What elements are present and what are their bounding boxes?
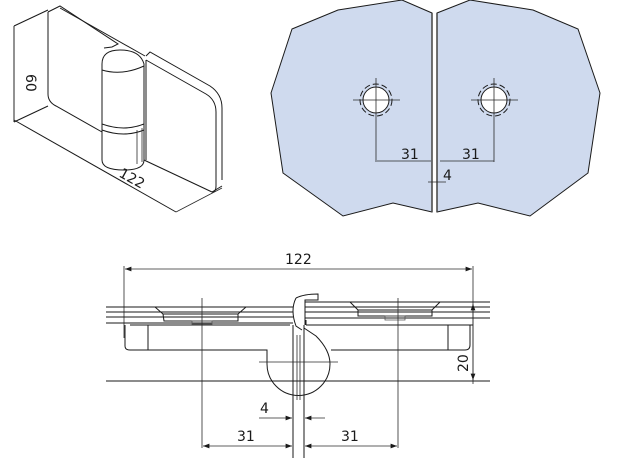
glass-right-offset-dimension: 31 xyxy=(462,147,480,163)
glass-front-view: 31 31 4 xyxy=(270,0,601,217)
left-glass-panel xyxy=(270,0,433,217)
section-gap-dimension: 4 xyxy=(260,401,269,417)
iso-width-dimension: 122 xyxy=(116,166,147,193)
section-view: 122 20 4 xyxy=(106,252,490,458)
section-width-dimension: 122 xyxy=(285,252,312,268)
left-mounting-hole xyxy=(353,78,400,162)
section-left-offset-dimension: 31 xyxy=(237,429,255,445)
right-glass-panel xyxy=(436,0,601,217)
glass-left-offset-dimension: 31 xyxy=(401,147,419,163)
isometric-hinge-view: 60 122 xyxy=(13,5,223,213)
glass-gap-dimension: 4 xyxy=(443,168,452,184)
section-depth-dimension: 20 xyxy=(456,354,472,372)
iso-height-dimension: 60 xyxy=(22,74,38,92)
right-mounting-hole xyxy=(471,78,518,162)
section-right-offset-dimension: 31 xyxy=(341,429,359,445)
